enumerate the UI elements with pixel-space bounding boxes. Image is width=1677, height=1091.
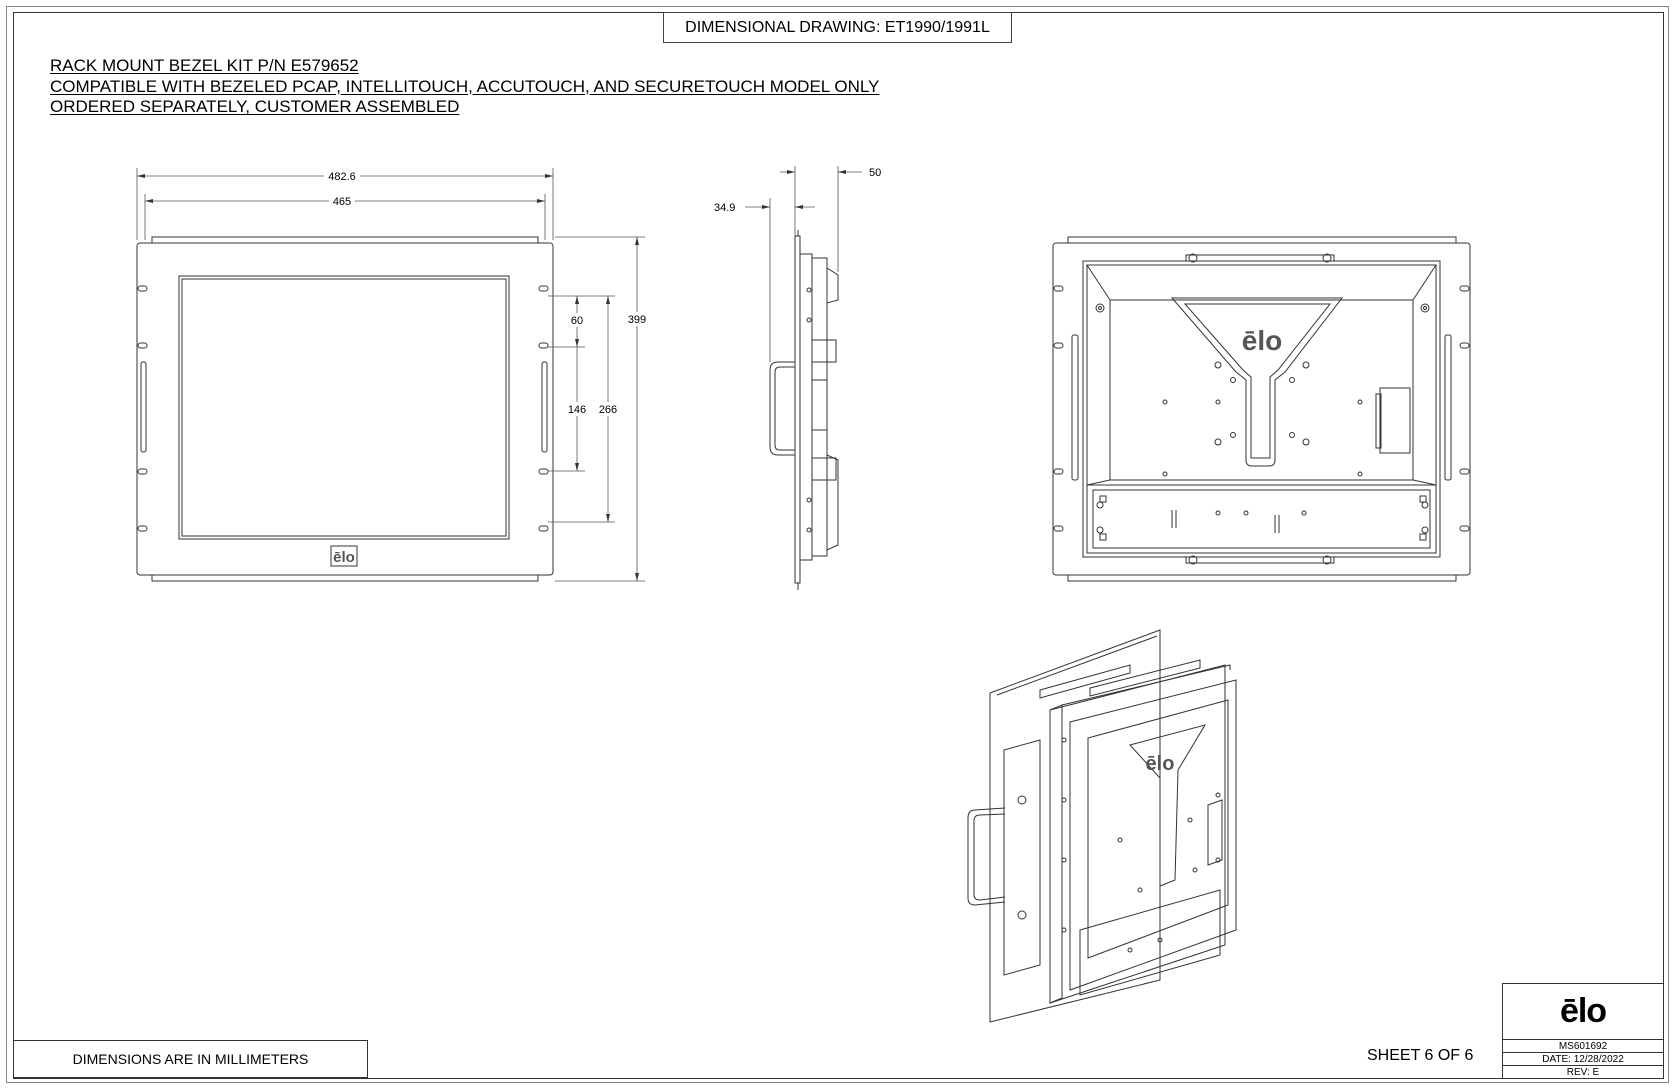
sheet-number: SHEET 6 OF 6 bbox=[1367, 1047, 1474, 1064]
dim-inner-width: 465 bbox=[333, 196, 351, 208]
dim-side-50: 50 bbox=[869, 167, 881, 179]
units-note: DIMENSIONS ARE IN MILLIMETERS bbox=[72, 1051, 309, 1067]
note-assembly: ORDERED SEPARATELY, CUSTOMER ASSEMBLED bbox=[50, 97, 460, 116]
dim-height: 399 bbox=[628, 314, 646, 326]
rear-cover-right bbox=[1412, 264, 1437, 486]
sheet-outer-border bbox=[6, 6, 1669, 1083]
side-body-front bbox=[799, 253, 813, 561]
drawing-title: DIMENSIONAL DRAWING: ET1990/1991L bbox=[685, 18, 990, 36]
iso-back-cover bbox=[1087, 699, 1229, 959]
front-dimension-arrows bbox=[137, 174, 639, 581]
rear-top-rail bbox=[1185, 254, 1335, 262]
mount-slot bbox=[538, 285, 549, 292]
iso-monitor-front bbox=[1049, 664, 1226, 1004]
units-note-box: DIMENSIONS ARE IN MILLIMETERS bbox=[13, 1040, 368, 1078]
rear-electronics-bay bbox=[1092, 489, 1431, 549]
side-handle bbox=[769, 361, 795, 456]
rear-cover-left bbox=[1086, 264, 1111, 486]
dim-hole-266: 266 bbox=[599, 404, 617, 416]
title-block: ēlo MS601692 DATE: 12/28/2022 REV: E bbox=[1502, 983, 1664, 1079]
mount-slot bbox=[137, 525, 148, 532]
iso-handle bbox=[967, 807, 1006, 906]
isometric-view bbox=[967, 629, 1237, 1023]
side-top-bracket bbox=[826, 267, 839, 304]
side-vesa-block bbox=[811, 339, 837, 363]
front-screen-inner bbox=[181, 278, 507, 537]
mount-slot bbox=[137, 342, 148, 349]
mount-slot bbox=[137, 468, 148, 475]
iso-electronics-bay bbox=[1079, 889, 1221, 996]
front-screen-outer bbox=[178, 275, 510, 540]
side-view bbox=[769, 230, 839, 590]
dim-overall-width: 482.6 bbox=[328, 171, 356, 183]
dim-hole-146: 146 bbox=[568, 404, 586, 416]
mount-slot bbox=[538, 468, 549, 475]
mount-slot bbox=[137, 285, 148, 292]
drawing-notes: RACK MOUNT BEZEL KIT P/N E579652 COMPATI… bbox=[50, 56, 879, 118]
iso-y-bracket bbox=[1129, 724, 1207, 887]
front-handle-right bbox=[541, 361, 548, 453]
rear-y-bracket bbox=[1170, 297, 1344, 467]
front-bezel-plate bbox=[136, 242, 554, 576]
mount-slot bbox=[538, 342, 549, 349]
mount-slot bbox=[538, 525, 549, 532]
front-view bbox=[136, 236, 554, 582]
dim-side-34-9: 34.9 bbox=[714, 202, 735, 214]
rear-bottom-rail bbox=[1185, 556, 1335, 564]
side-dimensions bbox=[745, 166, 862, 362]
rear-view bbox=[1052, 236, 1471, 582]
front-logo: ēlo bbox=[333, 549, 355, 566]
iso-side-bracket bbox=[1003, 739, 1041, 976]
front-logo-plate bbox=[330, 545, 358, 567]
doc-number: MS601692 bbox=[1503, 1039, 1663, 1053]
note-compatibility: COMPATIBLE WITH BEZELED PCAP, INTELLITOU… bbox=[50, 76, 880, 96]
drawing-title-box: DIMENSIONAL DRAWING: ET1990/1991L bbox=[663, 12, 1012, 43]
side-vesa-block bbox=[811, 457, 837, 481]
dim-hole-60: 60 bbox=[571, 315, 583, 327]
doc-date: DATE: 12/28/2022 bbox=[1503, 1052, 1663, 1066]
iso-monitor-rear bbox=[1069, 679, 1237, 991]
rear-bezel-plate bbox=[1052, 242, 1471, 576]
note-part-number: RACK MOUNT BEZEL KIT P/N E579652 bbox=[50, 56, 359, 75]
rear-connector-box bbox=[1379, 387, 1411, 454]
front-handle-left bbox=[140, 361, 147, 453]
side-bezel bbox=[794, 235, 801, 584]
rear-chassis bbox=[1082, 260, 1441, 558]
elo-logo: ēlo bbox=[1559, 992, 1607, 1030]
doc-revision: REV: E bbox=[1503, 1065, 1663, 1079]
front-top-flange bbox=[151, 236, 539, 244]
rear-top-flange bbox=[1067, 236, 1457, 244]
iso-bezel-plate bbox=[989, 629, 1161, 1023]
iso-logo: ēlo bbox=[1146, 753, 1175, 775]
side-body-rear bbox=[811, 257, 828, 557]
rear-logo: ēlo bbox=[1242, 325, 1282, 356]
front-bottom-flange bbox=[151, 574, 539, 582]
rear-bottom-flange bbox=[1067, 574, 1457, 582]
side-dimension-arrows bbox=[762, 170, 846, 209]
front-dimensions bbox=[136, 168, 645, 582]
